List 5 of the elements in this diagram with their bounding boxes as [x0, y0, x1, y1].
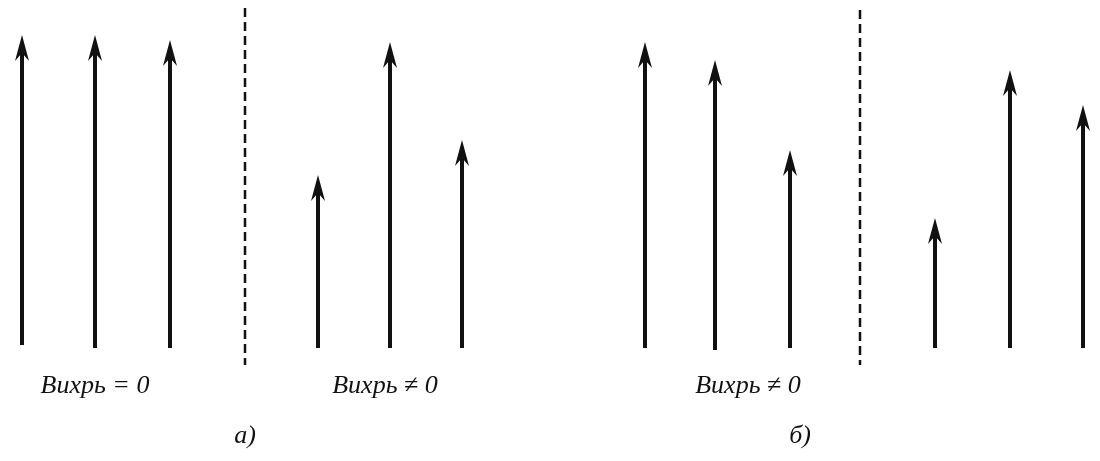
formula-label: Вихрь = 0 — [40, 372, 150, 398]
formula-label: Вихрь ≠ 0 — [695, 372, 801, 398]
panel-label: а) — [234, 422, 256, 448]
panel-label: б) — [789, 422, 811, 448]
formula-label: Вихрь ≠ 0 — [332, 372, 438, 398]
